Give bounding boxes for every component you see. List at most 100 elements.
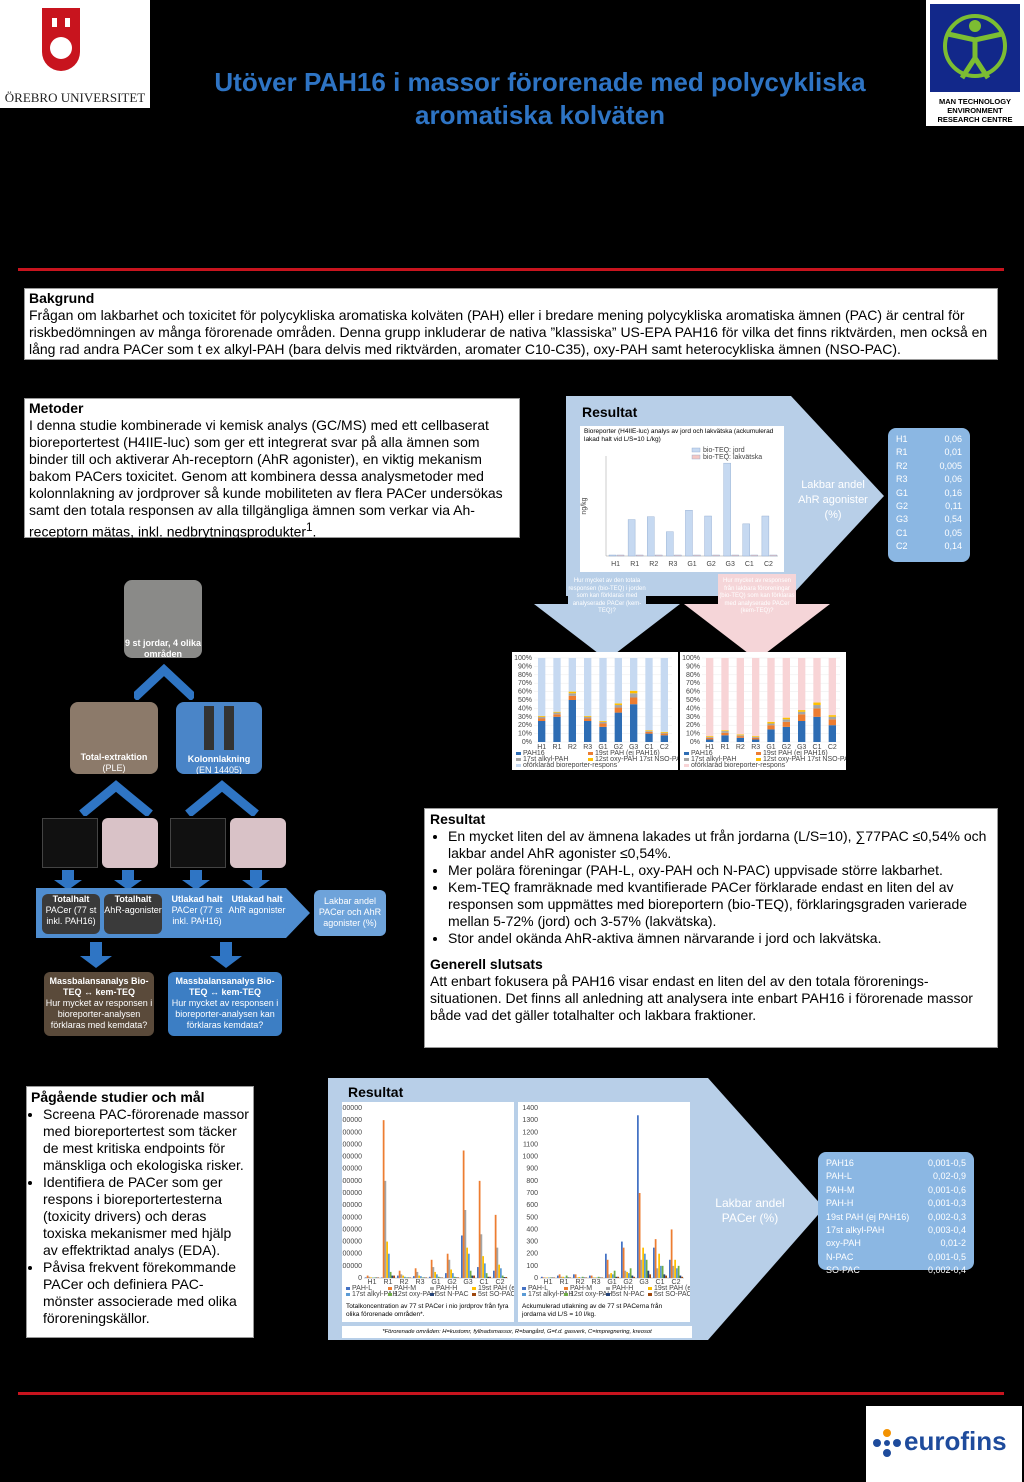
pac-table-key: PAH-M bbox=[826, 1184, 855, 1195]
bar bbox=[670, 1229, 673, 1278]
stacked-bar-segment bbox=[798, 658, 806, 711]
stacked-bar-segment bbox=[584, 721, 592, 742]
stacked-bar-segment bbox=[736, 734, 744, 736]
y-tick-label: 20% bbox=[686, 722, 700, 729]
bar bbox=[637, 1115, 639, 1278]
bar bbox=[553, 1277, 555, 1278]
bar bbox=[565, 1275, 568, 1278]
bar bbox=[445, 1273, 447, 1278]
bar bbox=[397, 1275, 399, 1278]
stacked-bar-segment bbox=[721, 732, 729, 736]
bar bbox=[647, 1270, 650, 1278]
stacked-bar-segment bbox=[599, 723, 607, 727]
legend-swatch bbox=[472, 1293, 476, 1296]
down-arrow-leachate bbox=[684, 574, 830, 660]
bar bbox=[473, 1275, 475, 1278]
bar bbox=[400, 1274, 403, 1278]
bar bbox=[391, 1275, 394, 1278]
y-tick-label: 900 bbox=[526, 1166, 538, 1173]
stacked-bar-segment bbox=[568, 691, 576, 694]
legend-label: oförklarad bioreporter-respons bbox=[523, 762, 618, 769]
bar bbox=[416, 1271, 419, 1278]
total-ahr-text: AhR-agonister bbox=[104, 905, 162, 915]
area-footnote: *Förorenade områden: H=kustomr, fyllnads… bbox=[342, 1326, 692, 1338]
bar bbox=[375, 1277, 378, 1278]
bar bbox=[505, 1277, 507, 1278]
soil-sample-caption: 9 st jordar, 4 olika områden bbox=[124, 638, 202, 658]
stacked-bar-segment bbox=[614, 658, 622, 704]
bar bbox=[549, 1277, 552, 1278]
chart1-tick-label: R2 bbox=[649, 561, 658, 568]
stacked-bar-segment bbox=[584, 716, 592, 719]
leachable-share-box: Lakbar andel PACer och AhR agonister (%) bbox=[314, 890, 386, 936]
bar bbox=[468, 1253, 470, 1278]
y-tick-label: 700000 bbox=[342, 1190, 362, 1197]
legend-label: 17st alkyl-PAH bbox=[523, 756, 568, 763]
split-arrow-1 bbox=[134, 664, 194, 700]
x-tick-label: R3 bbox=[583, 744, 592, 751]
y-tick-label: 500 bbox=[526, 1214, 538, 1221]
legend-swatch bbox=[516, 764, 521, 767]
x-tick-label: G3 bbox=[463, 1279, 472, 1286]
bar bbox=[409, 1277, 411, 1278]
bar bbox=[669, 1259, 671, 1278]
legend-label: PAH-H bbox=[436, 1285, 457, 1292]
poster-title: Utöver PAH16 i massor förorenade med pol… bbox=[214, 67, 866, 130]
chart1-bar bbox=[704, 515, 712, 557]
x-tick-label: C2 bbox=[660, 744, 669, 751]
stacked-bar-segment bbox=[630, 690, 638, 694]
bar bbox=[676, 1268, 678, 1278]
stacked-bar-segment bbox=[553, 711, 561, 713]
methods-heading: Metoder bbox=[29, 400, 84, 416]
stacked-bar-segment bbox=[630, 697, 638, 705]
ahr-table-value: 0,005 bbox=[939, 460, 962, 471]
bar bbox=[407, 1277, 410, 1278]
bar bbox=[573, 1274, 575, 1278]
legend-swatch bbox=[756, 752, 761, 755]
pac-table-key: SO-PAC bbox=[826, 1265, 860, 1276]
bioassay-image-2 bbox=[230, 818, 286, 868]
chart1-tick-label: R1 bbox=[630, 561, 639, 568]
chart1-bar bbox=[731, 554, 739, 557]
bar bbox=[644, 1253, 646, 1278]
bar bbox=[601, 1277, 603, 1278]
ongoing-bullet: Påvisa frekvent förekommande PACer och d… bbox=[43, 1259, 249, 1327]
y-tick-label: 90% bbox=[686, 663, 700, 670]
x-tick-label: G1 bbox=[598, 744, 607, 751]
legend-swatch bbox=[588, 758, 593, 761]
soil-sample-photo: 9 st jordar, 4 olika områden bbox=[124, 580, 202, 658]
bar bbox=[617, 1276, 619, 1278]
down-arrow-soil bbox=[534, 574, 680, 660]
ongoing-bullet: Identifiera de PACer som ger respons i b… bbox=[43, 1174, 249, 1259]
bar bbox=[372, 1277, 374, 1278]
bar bbox=[493, 1270, 495, 1278]
legend-label: PAH16 bbox=[691, 750, 713, 757]
bar bbox=[413, 1276, 415, 1278]
chart1-bar bbox=[712, 554, 720, 557]
total-concentration-chart: 0100000200000300000400000500000600000700… bbox=[335, 1102, 543, 1322]
stacked-bar-segment bbox=[614, 703, 622, 706]
bar bbox=[642, 1247, 644, 1278]
y-tick-label: 1000000 bbox=[342, 1154, 362, 1161]
y-tick-label: 50% bbox=[518, 697, 532, 704]
stacked-bar-segment bbox=[599, 721, 607, 724]
bar bbox=[478, 1180, 481, 1278]
total-concentration-caption: Totalkoncentration av 77 st PACer i nio … bbox=[346, 1303, 509, 1318]
bar bbox=[420, 1276, 422, 1278]
y-tick-label: 100 bbox=[526, 1263, 538, 1270]
stacked-bar-segment bbox=[645, 731, 653, 732]
ongoing-section: Pågående studier och mål Screena PAC-för… bbox=[26, 1086, 254, 1338]
bar bbox=[436, 1274, 438, 1278]
bar bbox=[388, 1253, 390, 1278]
x-tick-label: G2 bbox=[614, 744, 623, 751]
bar bbox=[418, 1275, 420, 1278]
bar bbox=[548, 1277, 550, 1278]
pac-table-key: N-PAC bbox=[826, 1251, 854, 1262]
ahr-table-key: C1 bbox=[896, 527, 908, 538]
